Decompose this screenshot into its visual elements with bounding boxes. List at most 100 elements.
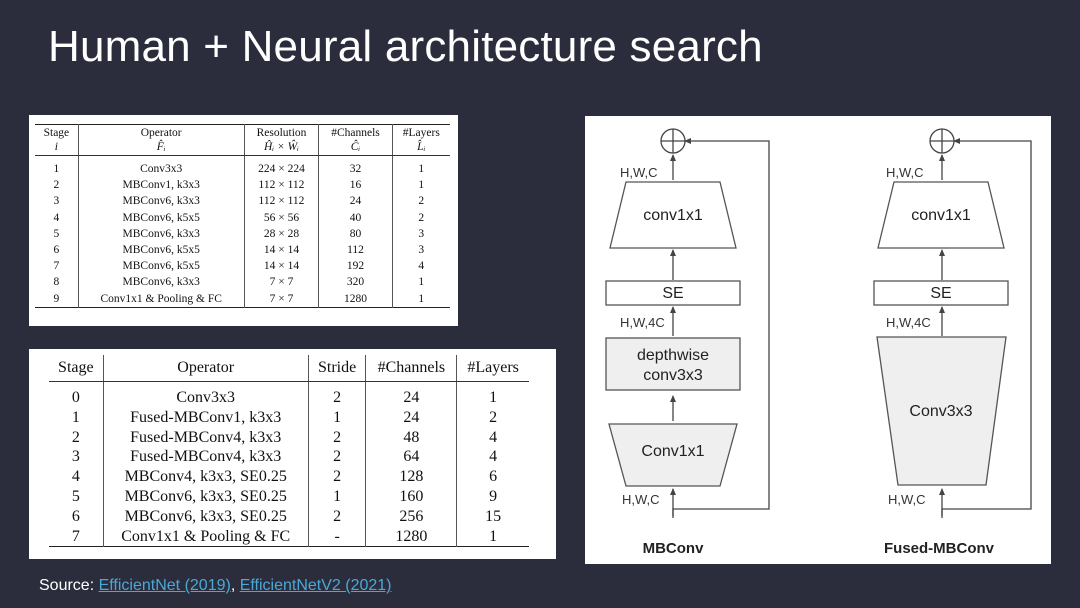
mbconv-caption: MBConv	[643, 540, 704, 557]
table-cell: MBConv6, k3x3	[77, 225, 245, 243]
table-cell: 112 × 112	[243, 177, 319, 194]
table-cell: 2	[307, 467, 366, 487]
table-cell: 9	[53, 292, 60, 305]
table-cell: 1	[391, 290, 450, 308]
table-cell: 1	[456, 526, 529, 547]
table-cell: MBConv6, k3x3, SE0.25	[102, 506, 309, 527]
table-cell: 7 × 7	[243, 290, 319, 308]
table-header-row: Stage Operator Stride #Channels #Layers	[49, 355, 529, 382]
table-cell: 8	[53, 276, 60, 289]
table-cell: 3	[71, 448, 80, 466]
table-cell: 48	[365, 427, 457, 448]
fused-mbconv-caption: Fused-MBConv	[884, 540, 995, 557]
table-cell: 24	[365, 407, 457, 428]
table-cell: 1280	[318, 290, 393, 308]
table-cell: 1	[391, 177, 450, 194]
table-cell: 1	[53, 163, 60, 175]
table-cell: 56 × 56	[243, 209, 319, 226]
table-header-cell: #Layers	[456, 355, 529, 382]
efficientnetv2-link[interactable]: EfficientNetV2 (2021)	[239, 577, 392, 594]
conv1x1-bottom-block	[608, 423, 738, 487]
table-cell: 6	[456, 467, 529, 487]
table-cell: 320	[318, 274, 393, 291]
table-cell: 224 × 224	[243, 155, 319, 178]
table-cell: 128	[365, 467, 457, 487]
table-cell: 2	[307, 381, 366, 408]
table-cell: 1280	[365, 526, 457, 547]
conv1x1-bottom-label: Conv1x1	[641, 443, 704, 460]
mbconv-diagram: conv1x1 SE depthwise conv3x3 Conv1x1 H,W…	[605, 128, 1032, 557]
table-cell: 24	[365, 381, 457, 408]
table-cell: 2	[456, 407, 529, 428]
table-cell: 2	[307, 506, 366, 527]
dim-label: H,W,C	[886, 165, 924, 180]
table-cell: 7	[53, 260, 60, 273]
table-cell: 1	[456, 381, 529, 408]
table-cell: 1	[307, 486, 366, 507]
efficientnetv2-table-panel: Stage Operator Stride #Channels #Layers …	[29, 349, 556, 559]
table-cell: MBConv6, k3x3	[77, 193, 245, 210]
table-cell: Fused-MBConv1, k3x3	[102, 407, 309, 428]
table-cell: 7 × 7	[243, 274, 319, 291]
table-cell: 6	[53, 244, 60, 257]
table-cell: 192	[318, 258, 393, 275]
table-cell: 1	[307, 407, 366, 428]
table-cell: 6	[71, 507, 80, 525]
table-cell: Conv3x3	[77, 155, 245, 178]
table-cell: 3	[53, 195, 60, 208]
table-cell: Conv1x1 & Pooling & FC	[102, 526, 309, 547]
table-cell: 40	[318, 209, 393, 226]
table-cell: 2	[53, 179, 60, 192]
table-cell: 112	[318, 242, 393, 259]
table-cell: 2	[71, 428, 80, 446]
table-cell: 14 × 14	[243, 258, 319, 275]
table-cell: 2	[307, 427, 366, 448]
conv1x1-top-block	[877, 181, 1005, 249]
table-cell: 4	[456, 447, 529, 468]
table-cell: 9	[456, 486, 529, 507]
efficientnet-link[interactable]: EfficientNet (2019)	[98, 577, 231, 594]
table-cell: Fused-MBConv4, k3x3	[102, 427, 309, 448]
fused-mbconv-block: conv1x1 SE Conv3x3 H,W,C H,W,4C H,W,C Fu…	[873, 128, 1032, 557]
conv1x1-top-label: conv1x1	[643, 207, 703, 224]
efficientnetv2-table: Stage Operator Stride #Channels #Layers …	[49, 355, 529, 548]
depthwise-label: depthwise	[637, 347, 709, 364]
table-cell: MBConv4, k3x3, SE0.25	[102, 467, 309, 487]
table-cell: MBConv6, k5x5	[77, 209, 245, 226]
table-cell: MBConv6, k5x5	[77, 242, 245, 259]
table-cell: MBConv6, k5x5	[77, 258, 245, 275]
table-cell: 5	[71, 487, 80, 505]
dim-label: H,W,4C	[886, 315, 931, 330]
table-cell: -	[307, 526, 366, 547]
se-label: SE	[930, 285, 951, 302]
depthwise-label-line2: conv3x3	[643, 367, 703, 384]
table-cell: 15	[456, 506, 529, 527]
table-cell: 3	[391, 225, 450, 243]
table-cell: 2	[391, 209, 450, 226]
table-cell: 80	[318, 225, 393, 243]
table-cell: MBConv1, k3x3	[77, 177, 245, 194]
dim-label: H,W,C	[622, 492, 660, 507]
mbconv-diagram-panel: conv1x1 SE depthwise conv3x3 Conv1x1 H,W…	[585, 116, 1051, 564]
mbconv-block: conv1x1 SE depthwise conv3x3 Conv1x1 H,W…	[605, 128, 770, 557]
table-cell: 256	[365, 506, 457, 527]
table-cell: 64	[365, 447, 457, 468]
dim-label: H,W,C	[620, 165, 658, 180]
table-cell: 32	[318, 155, 393, 178]
